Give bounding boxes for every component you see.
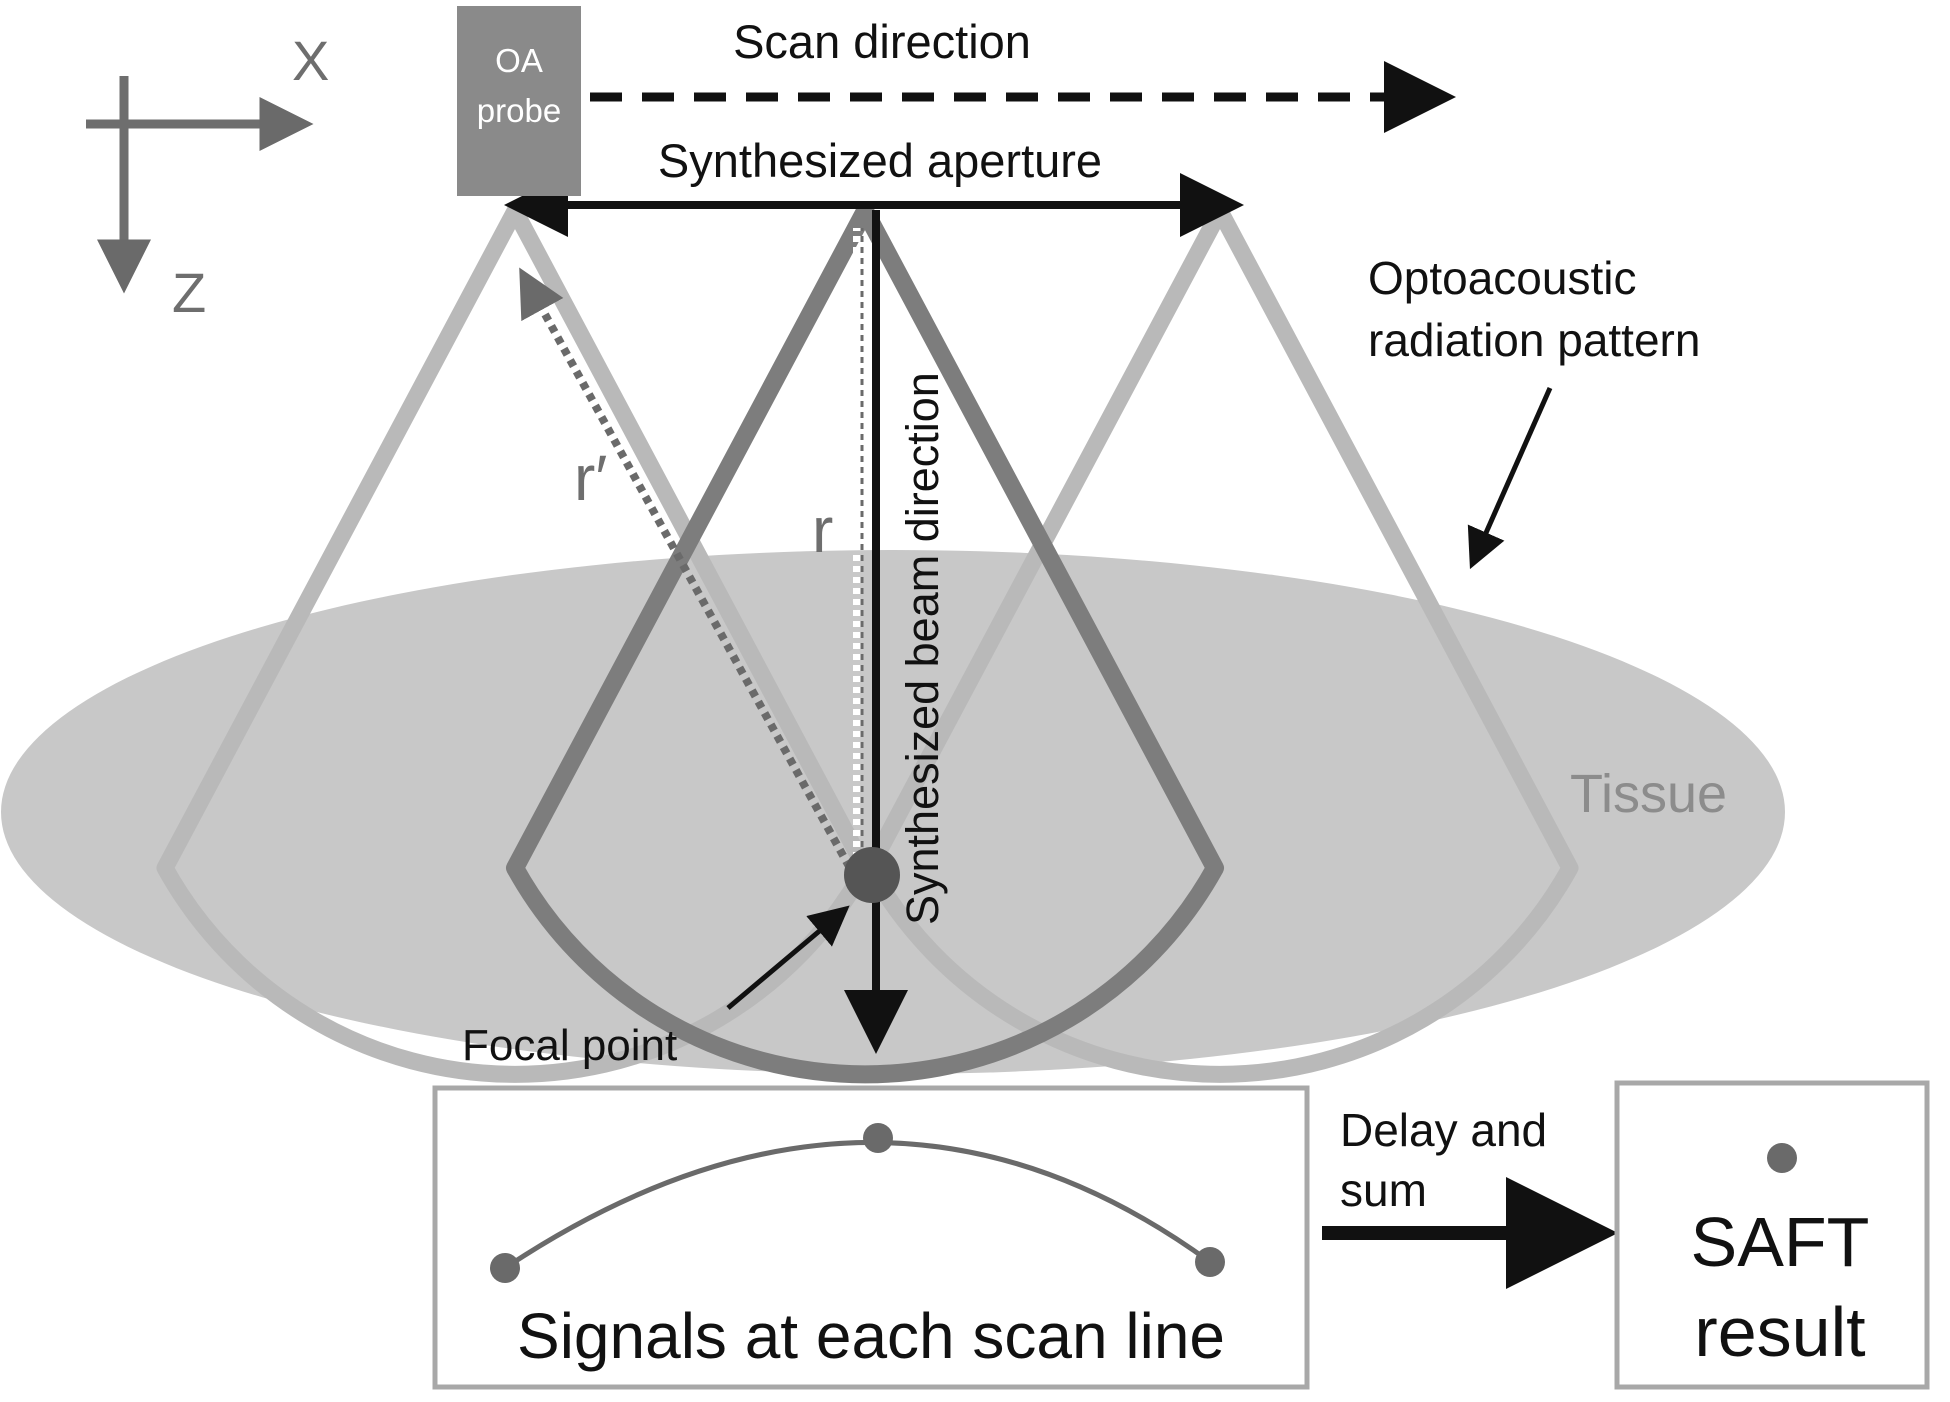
- probe-label-line2: probe: [477, 92, 561, 129]
- focal-point-marker: [844, 847, 900, 903]
- signal-marker-right: [1195, 1247, 1225, 1277]
- r-prime-label: r′: [574, 442, 607, 514]
- radiation-pattern-pointer: [1467, 386, 1553, 570]
- r-label: r: [812, 494, 833, 566]
- radiation-pattern-label-line2: radiation pattern: [1368, 314, 1700, 366]
- probe-label-line1: OA: [495, 42, 543, 79]
- focal-point-pointer: [726, 905, 850, 1010]
- beam-direction-label: Synthesized beam direction: [897, 372, 948, 925]
- signals-caption: Signals at each scan line: [517, 1300, 1225, 1372]
- focal-point-label: Focal point: [462, 1021, 677, 1070]
- scan-direction-label: Scan direction: [733, 15, 1031, 68]
- signal-marker-left: [490, 1253, 520, 1283]
- delay-sum-label-line1: Delay and: [1340, 1104, 1547, 1156]
- saft-result-marker: [1767, 1143, 1797, 1173]
- radiation-cone-left: [156, 202, 874, 1083]
- signal-marker-center: [863, 1123, 893, 1153]
- oa-probe: [457, 6, 581, 196]
- synthesized-aperture-label: Synthesized aperture: [658, 134, 1102, 187]
- delay-sum-label-line2: sum: [1340, 1164, 1427, 1216]
- saft-result-line1: SAFT: [1691, 1203, 1870, 1281]
- radiation-pattern-label-line1: Optoacoustic: [1368, 252, 1636, 304]
- saft-result-box: [1614, 1080, 1930, 1390]
- radiation-cone-right: [861, 202, 1579, 1083]
- z-axis-label: Z: [172, 261, 206, 324]
- saft-result-line2: result: [1694, 1293, 1865, 1371]
- x-axis-label: X: [292, 29, 329, 92]
- radiation-cone-center: [506, 202, 1224, 1084]
- tissue-label: Tissue: [1570, 764, 1727, 824]
